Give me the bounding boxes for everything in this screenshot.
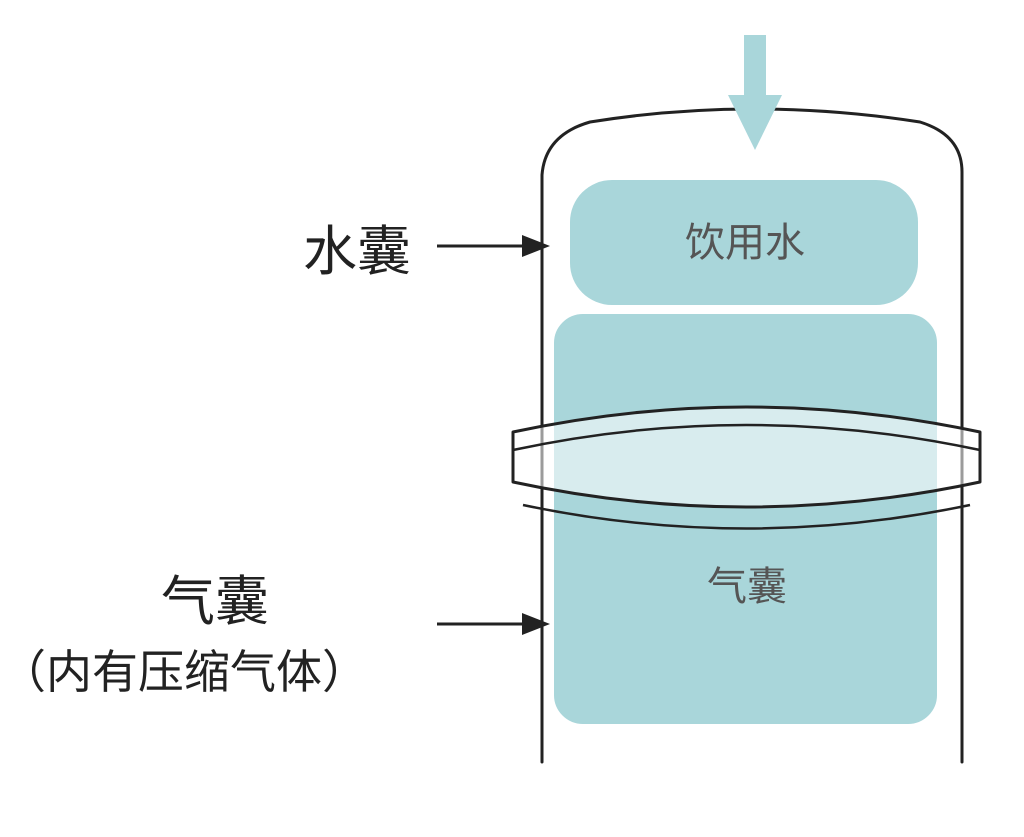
down-arrow-icon [728,35,782,150]
chamber-label-drinking-water: 饮用水 [685,220,805,266]
water-chamber [570,180,918,305]
label-air-bladder: 气囊 [161,570,269,633]
tank-band-inner-line [512,423,981,452]
label-water-bladder: 水囊 [303,220,411,283]
tank-band [511,405,982,509]
label-air-bladder-note: （内有压缩气体） [0,645,368,699]
right-arrow-icon [437,613,550,635]
chamber-label-air-bladder: 气囊 [707,564,787,610]
tank-band-lower-line [522,503,971,530]
right-arrow-icon [437,235,550,257]
